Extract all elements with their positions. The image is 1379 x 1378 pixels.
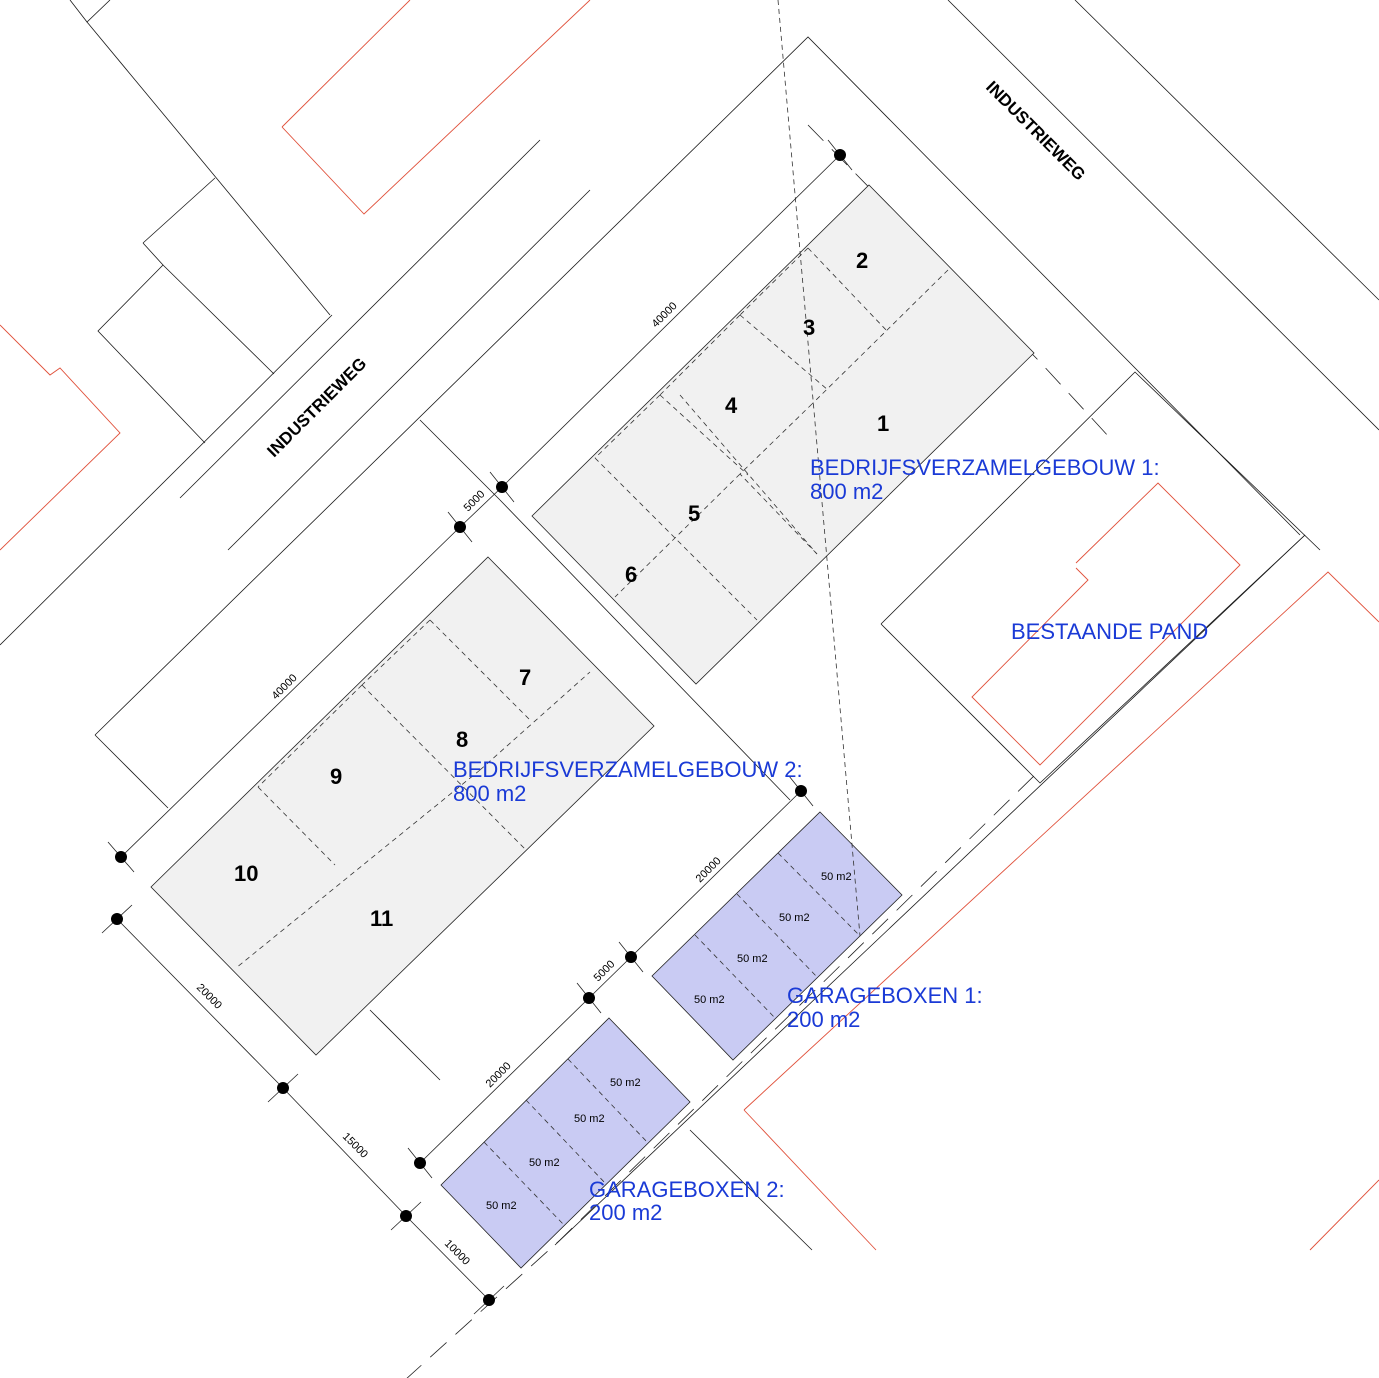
- garages-2-outline: [440, 1017, 691, 1269]
- garage1-box-area: 50 m2: [779, 912, 810, 924]
- garages1-label: GARAGEBOXEN 1:: [787, 983, 983, 1008]
- building2-label: BEDRIJFSVERZAMELGEBOUW 2:: [453, 757, 803, 782]
- unit-9: 9: [330, 764, 342, 789]
- property-boundaries: [0, 0, 1379, 1251]
- dim-driveway-width: 15000: [340, 1131, 370, 1161]
- unit-6: 6: [625, 562, 637, 587]
- existing-building-label: BESTAANDE PAND: [1011, 619, 1208, 644]
- garage1-box-area: 50 m2: [737, 953, 768, 965]
- unit-2: 2: [856, 248, 868, 273]
- dim-building1-length: 40000: [650, 300, 680, 330]
- building2-area: 800 m2: [453, 781, 526, 806]
- axis-line-lower: [406, 769, 1041, 1378]
- unit-5: 5: [688, 501, 700, 526]
- unit-10: 10: [234, 861, 258, 886]
- garages2-label: GARAGEBOXEN 2:: [589, 1177, 785, 1202]
- garages2-area: 200 m2: [589, 1200, 662, 1225]
- context-lines: [0, 0, 1379, 1251]
- building-1: [531, 184, 1035, 685]
- garage2-box-area: 50 m2: [486, 1200, 517, 1212]
- street-label-north: INDUSTRIEWEG: [982, 77, 1089, 184]
- building-1-outline: [531, 184, 1035, 685]
- unit-8: 8: [456, 727, 468, 752]
- building-2-outline: [150, 556, 655, 1056]
- dim-garages2-length: 20000: [484, 1060, 514, 1090]
- garage1-box-area: 50 m2: [821, 871, 852, 883]
- dim-garage2-width: 10000: [442, 1238, 472, 1268]
- building1-label: BEDRIJFSVERZAMELGEBOUW 1:: [810, 455, 1160, 480]
- building-2: [150, 556, 655, 1056]
- garages1-area: 200 m2: [787, 1007, 860, 1032]
- garage2-box-area: 50 m2: [574, 1113, 605, 1125]
- dim-building2-width: 20000: [194, 982, 224, 1012]
- unit-3: 3: [803, 315, 815, 340]
- building1-area: 800 m2: [810, 479, 883, 504]
- dim-gap-garages: 5000: [592, 958, 618, 984]
- garage2-box-area: 50 m2: [610, 1077, 641, 1089]
- street-label-west: INDUSTRIEWEG: [263, 354, 370, 461]
- unit-1: 1: [877, 411, 889, 436]
- dimension-dots: [111, 149, 846, 1306]
- garage1-box-area: 50 m2: [694, 994, 725, 1006]
- garages-1: [651, 0, 903, 1061]
- dim-gap-buildings: 5000: [462, 488, 488, 514]
- unit-4: 4: [725, 393, 738, 418]
- garages-2: [440, 1017, 691, 1269]
- garage2-box-area: 50 m2: [529, 1157, 560, 1169]
- dimension-lines: [101, 139, 853, 1315]
- unit-11: 11: [370, 906, 393, 931]
- unit-7: 7: [519, 665, 531, 690]
